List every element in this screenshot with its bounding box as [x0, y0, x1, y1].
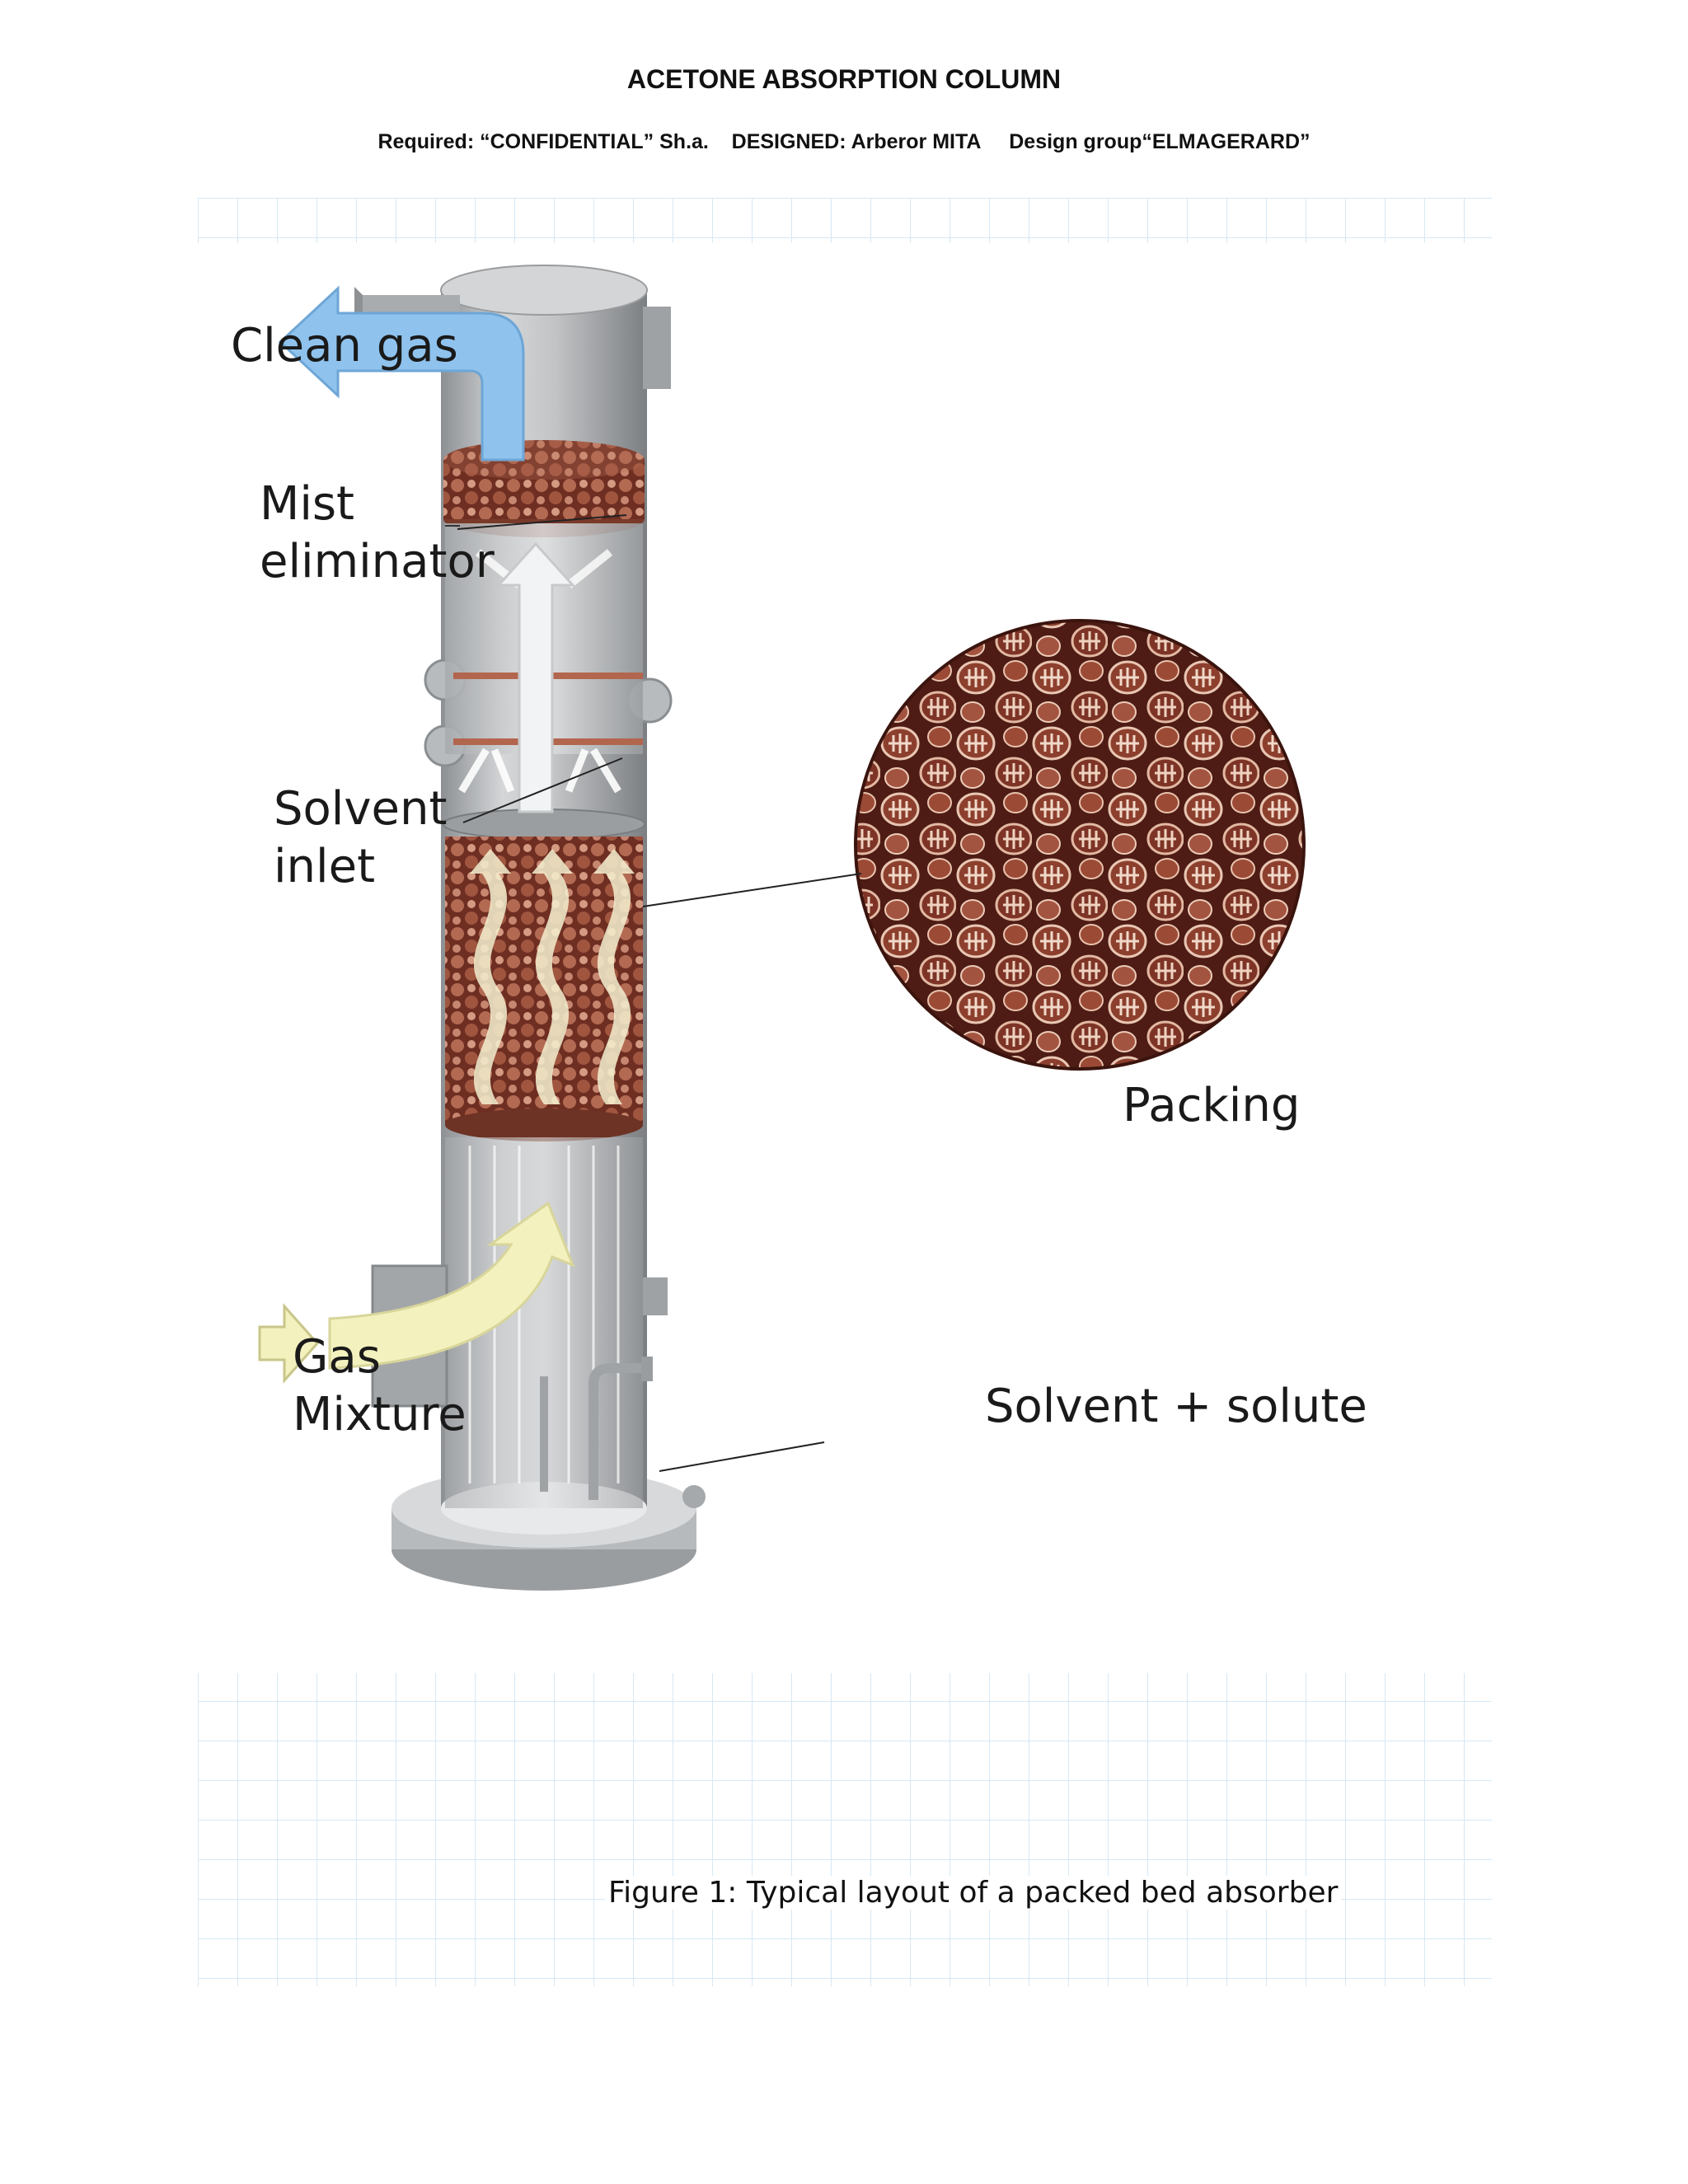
figure-caption: Figure 1: Typical layout of a packed bed…	[605, 1876, 1342, 1910]
gas-mixture-small-arrow	[258, 1303, 320, 1384]
label-solvent-inlet-line2: inlet	[274, 840, 376, 893]
document-title: ACETONE ABSORPTION COLUMN	[626, 64, 1062, 94]
packing-leader	[642, 873, 862, 907]
grid-paper-bottom	[198, 1673, 1492, 1986]
label-solvent-inlet-line1: Solvent	[274, 782, 448, 836]
label-gas-mixture-line1: Gas	[293, 1330, 381, 1384]
grid-paper-top	[198, 198, 1492, 243]
liquid-outlet-pipe	[588, 1363, 643, 1500]
gas-mixture-inlet-arrow	[328, 1201, 575, 1370]
label-gas-mixture-line2: Mixture	[293, 1388, 467, 1441]
label-solvent-solute: Solvent + solute	[985, 1380, 1367, 1433]
label-mist-eliminator-line1: Mist	[260, 477, 355, 531]
mist-eliminator-leader	[457, 514, 627, 530]
document-subtitle: Required: “CONFIDENTIAL” Sh.a. DESIGNED:…	[377, 130, 1311, 153]
rising-gas-arrow	[495, 541, 576, 813]
label-packing: Packing	[1123, 1079, 1301, 1132]
solvent-solute-leader	[659, 1441, 825, 1472]
clean-gas-arrow	[278, 285, 525, 462]
label-mist-eliminator-line2: eliminator	[260, 535, 495, 588]
solvent-inlet-leader	[462, 757, 623, 823]
column-top-cap	[440, 265, 648, 316]
label-clean-gas: Clean gas	[231, 319, 458, 373]
absorber-diagram	[198, 198, 1492, 1986]
packed-bed-absorber-figure: Clean gas Mist eliminator Solvent inlet …	[198, 198, 1492, 1986]
